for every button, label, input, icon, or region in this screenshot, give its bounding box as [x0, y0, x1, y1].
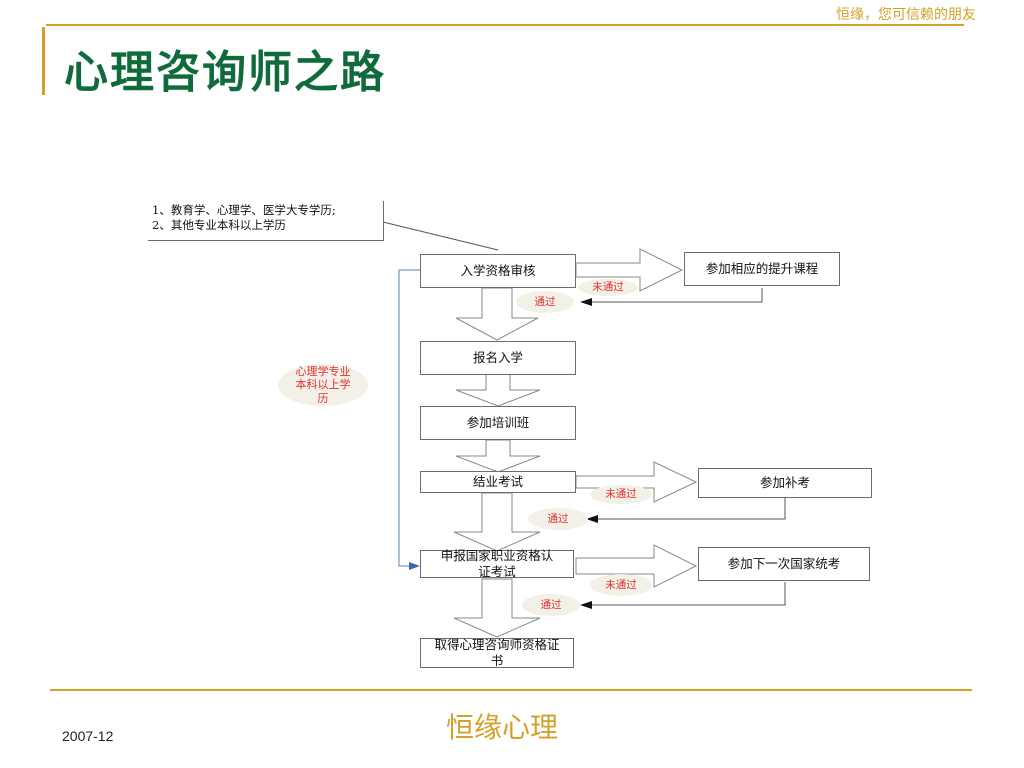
pass-label-2: 通过 — [528, 508, 588, 530]
down-arrow-3 — [455, 439, 541, 473]
right-arrow-1 — [575, 248, 684, 292]
step-admission-review: 入学资格审核 — [420, 254, 576, 288]
right-arrow-2 — [575, 461, 698, 503]
down-arrow-2 — [455, 373, 541, 407]
step-national-exam: 申报国家职业资格认证考试 — [420, 548, 574, 579]
psych-degree-label: 心理学专业本科以上学历 — [278, 364, 368, 406]
bottom-divider — [50, 689, 972, 691]
pass-label-1: 通过 — [516, 291, 574, 313]
step-graduation-exam: 结业考试 — [420, 471, 576, 493]
fail-label-2: 未通过 — [590, 485, 652, 504]
down-arrow-1 — [455, 287, 539, 341]
right-arrow-3 — [575, 544, 698, 588]
side-next-national-exam: 参加下一次国家统考 — [698, 547, 870, 581]
down-arrow-4 — [453, 492, 541, 552]
requirement-note: 1、教育学、心理学、医学大专学历; 2、其他专业本科以上学历 — [148, 201, 384, 241]
fail-label-1: 未通过 — [578, 279, 638, 296]
footer-date: 2007-12 — [62, 728, 114, 744]
title-accent-bar — [42, 27, 45, 95]
side-upgrade-course: 参加相应的提升课程 — [684, 252, 840, 286]
step-enroll: 报名入学 — [420, 341, 576, 375]
top-divider — [46, 24, 964, 26]
down-arrow-5 — [453, 578, 541, 638]
footer-brand: 恒缘心理 — [446, 711, 559, 744]
step-training: 参加培训班 — [420, 406, 576, 440]
tagline: 恒缘，您可信赖的朋友 — [836, 7, 976, 23]
step-certificate: 取得心理咨询师资格证书 — [420, 637, 574, 668]
requirement-line-1: 1、教育学、心理学、医学大专学历; — [152, 203, 336, 217]
fail-label-3: 未通过 — [590, 574, 652, 596]
requirement-line-2: 2、其他专业本科以上学历 — [152, 217, 286, 232]
page-title: 心理咨询师之路 — [64, 47, 386, 98]
pass-label-3: 通过 — [522, 594, 580, 616]
side-makeup-exam: 参加补考 — [698, 468, 872, 498]
